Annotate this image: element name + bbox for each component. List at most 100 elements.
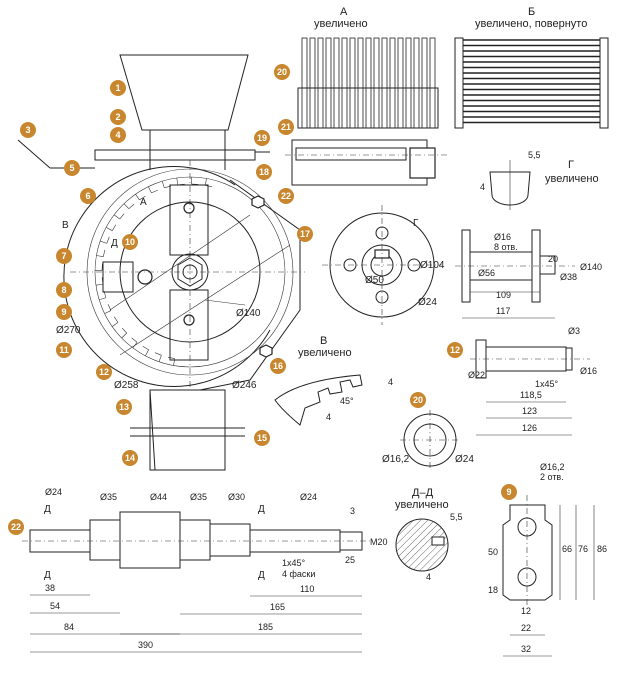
shaft-d165: 165 [270,602,285,612]
view-a-letter: А [340,6,348,18]
p12-d118-5: 118,5 [520,390,542,400]
marker-22: 22 [8,519,24,535]
stand-leg [149,389,226,471]
svg-text:14: 14 [125,453,135,463]
marker-10: 10 [122,234,138,250]
svg-text:6: 6 [85,191,90,201]
svg-text:2: 2 [115,112,120,122]
drum-holes: 8 отв. [494,242,518,252]
p12-d126: 126 [522,423,537,433]
marker-2: 2 [110,109,126,125]
shaft-section-d2-top: Д [258,504,265,515]
drum-side-view: Ø16 8 отв. 20 Ø56 Ø38 Ø140 109 117 [455,229,602,319]
svg-text:17: 17 [300,229,310,239]
view-v-letter: В [320,335,327,347]
g-dim-4: 4 [480,182,485,192]
marker-16: 16 [270,358,286,374]
drum-d16: Ø16 [494,232,511,242]
p9-d16-2: Ø16,2 [540,462,565,472]
label-v: В [62,220,69,231]
shaft-section-d-bottom: Д [44,570,51,581]
shaft-m20: М20 [370,537,388,547]
marker-21: 21 [278,119,294,135]
marker-17: 17 [297,226,313,242]
shaft-d54: 54 [50,601,60,611]
drum-d20: 20 [548,254,558,264]
p9-d22: 22 [521,623,531,633]
g-dim-5-5: 5,5 [528,150,541,160]
svg-text:4: 4 [115,130,120,140]
disk-d24: Ø24 [418,297,437,308]
marker-4: 4 [110,127,126,143]
p9-d50: 50 [488,547,498,557]
label-d246: Ø246 [232,380,257,391]
view-b-note: увеличено, повернуто [475,18,587,30]
dd-d4: 4 [426,572,431,582]
marker-7: 7 [56,248,72,264]
p12-d123: 123 [522,406,537,416]
label-d270: Ø270 [56,325,81,336]
svg-text:8: 8 [61,285,66,295]
shaft-d35b: Ø35 [190,492,207,502]
p9-d86: 86 [597,544,607,554]
cam-part [489,171,531,206]
p12-d16: Ø16 [580,366,597,376]
svg-text:18: 18 [259,167,269,177]
view-a-body [291,139,428,186]
view-v: В увеличено 4 4 45° [274,335,393,426]
marker-12: 12 [96,364,112,380]
hopper [119,54,249,131]
part-9: Ø16,2 2 отв. 50 66 76 86 18 12 22 32 [488,462,607,657]
part-20: Ø16,2 Ø24 [382,410,474,470]
casing [63,166,271,387]
bracket-rod [94,149,256,161]
p12-d3: Ø3 [568,326,580,336]
p12-d22: Ø22 [468,370,485,380]
shaft-d84: 84 [64,622,74,632]
view-a: А увеличено [285,6,450,186]
dd-d5-5: 5,5 [450,512,463,522]
label-d: Д [111,238,118,249]
marker-12: 12 [447,342,463,358]
shaft-section-d2-bottom: Д [258,570,265,581]
section-dd: Д–Д увеличено 5,5 4 [395,487,463,582]
svg-text:22: 22 [11,522,21,532]
svg-text:13: 13 [119,402,129,412]
svg-text:21: 21 [281,122,291,132]
marker-5: 5 [64,160,80,176]
section-dd-note: увеличено [395,499,449,511]
marker-3: 3 [20,122,36,138]
arm-top [169,184,209,256]
view-g-note: увеличено [545,173,599,185]
p9-d76: 76 [578,544,588,554]
shaft-d24b: Ø24 [300,492,317,502]
svg-text:19: 19 [257,133,267,143]
p9-holes: 2 отв. [540,472,564,482]
section-dd-letter: Д–Д [412,487,434,499]
shaft-chamfer: 1x45° [282,558,306,568]
shaft-d38: 38 [45,583,55,593]
svg-text:9: 9 [506,487,511,497]
svg-text:7: 7 [61,251,66,261]
view-a-note: увеличено [314,18,368,30]
marker-9: 9 [501,484,517,500]
drum-d38: Ø38 [560,272,577,282]
svg-text:11: 11 [59,345,69,355]
svg-text:20: 20 [413,395,423,405]
marker-6: 6 [80,188,96,204]
svg-text:9: 9 [61,307,66,317]
svg-text:10: 10 [125,237,135,247]
shaft-d24a: Ø24 [45,487,62,497]
main-assembly-view: А В Д Ø140 Ø270 Ø258 Ø246 [17,54,305,471]
view-g: 5,5 4 Г увеличено [480,150,599,210]
view-v-note: увеличено [298,347,352,359]
disk-17: Г Ø104 Ø50 Ø24 [322,205,445,325]
svg-text:22: 22 [281,191,291,201]
marker-13: 13 [116,399,132,415]
svg-text:16: 16 [273,361,283,371]
svg-text:1: 1 [115,83,120,93]
p9-d66: 66 [562,544,572,554]
label-d258: Ø258 [114,380,139,391]
